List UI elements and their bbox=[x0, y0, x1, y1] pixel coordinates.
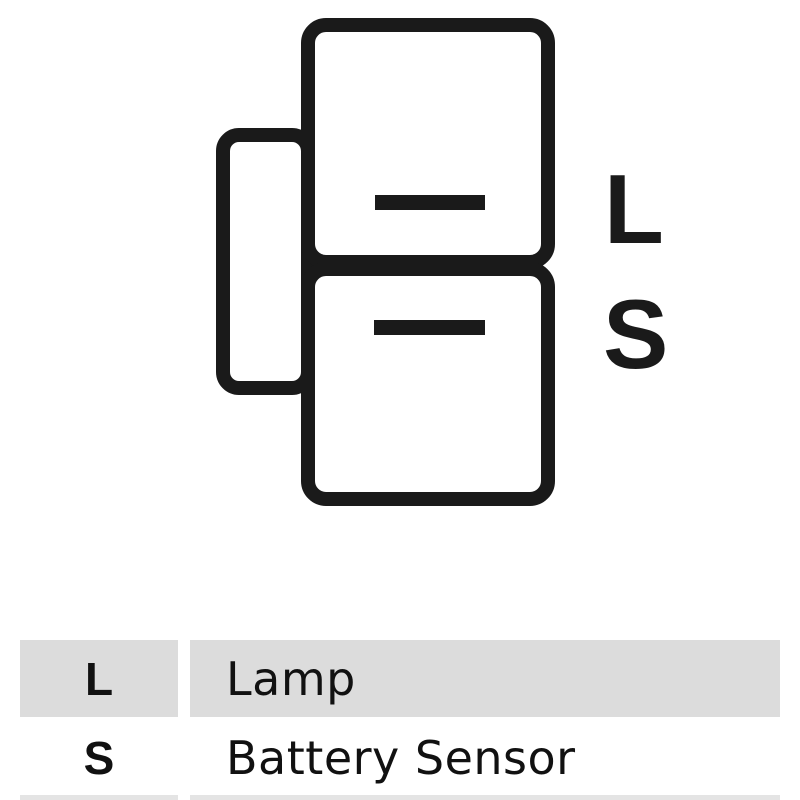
legend-key: S bbox=[83, 731, 115, 784]
legend-row: S Battery Sensor bbox=[20, 719, 780, 796]
terminal-s-pin bbox=[374, 320, 485, 335]
connector-side-tab bbox=[216, 128, 315, 395]
connector-diagram bbox=[216, 18, 555, 506]
table-divider bbox=[20, 795, 178, 800]
legend-value: Battery Sensor bbox=[226, 730, 576, 785]
legend-key: L bbox=[20, 640, 178, 717]
terminal-s-housing bbox=[301, 262, 555, 506]
terminal-l-housing bbox=[301, 18, 555, 269]
terminal-l-pin bbox=[375, 195, 485, 210]
pin-label-l: L bbox=[604, 154, 664, 264]
table-divider bbox=[190, 795, 780, 800]
legend-value: Lamp bbox=[190, 640, 780, 717]
legend-row: L Lamp bbox=[20, 640, 780, 717]
pin-label-s: S bbox=[603, 279, 669, 389]
